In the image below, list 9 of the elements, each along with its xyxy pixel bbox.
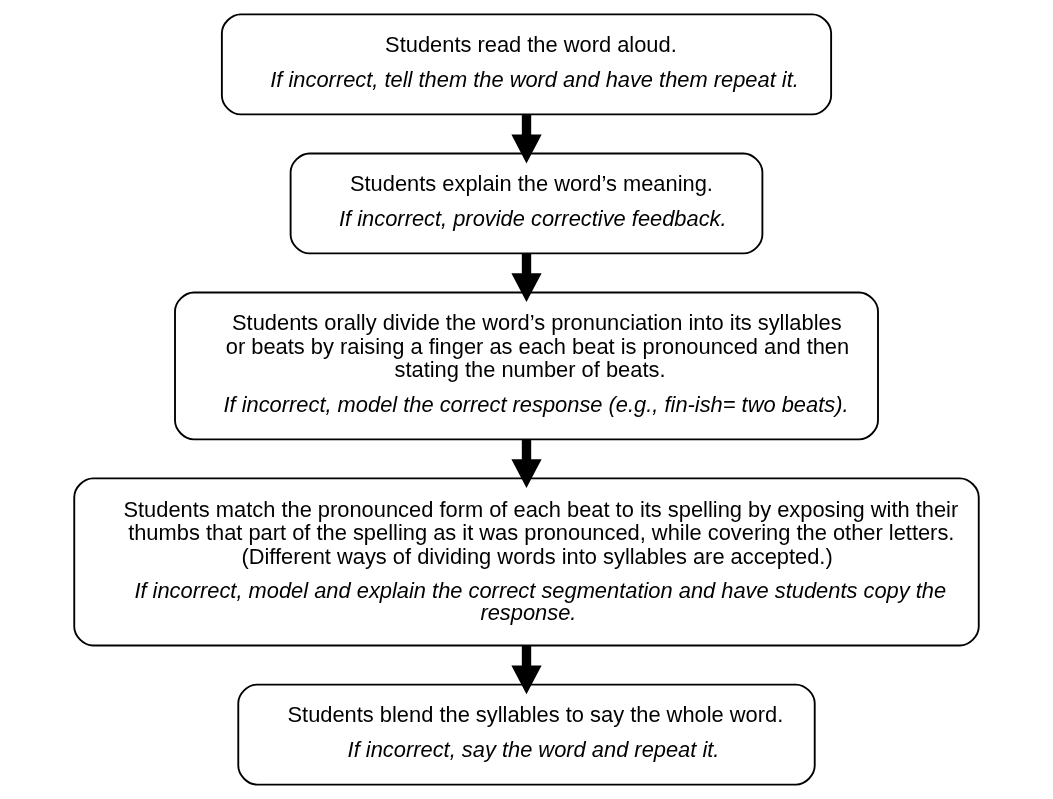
- arrow: [511, 645, 542, 695]
- node-box: Students orally divide the word’s pronunciation into its syllables or beats by raising a finger as each beat is pronounced and then stating the number of beats. If incorrect, model the correct response (e.g., fin-ish= two beats).: [174, 291, 879, 441]
- arrow: [511, 439, 542, 488]
- node-box: Students read the word aloud. If incorrect, tell them the word and have them repeat it.: [220, 13, 833, 116]
- arrow: [511, 253, 542, 302]
- arrow: [511, 115, 542, 164]
- node-box: Students blend the syllables to say the whole word. If incorrect, say the word and repeat it.: [237, 683, 816, 786]
- node-box: Students match the pronounced form of each beat to its spelling by exposing with their thumbs that part of the spelling as it was pronounced, while covering the other letters. (Different ways of dividing words into syllables are accepted.) If incorrect, model and explain the correct segmentation and have students copy the response.: [73, 477, 980, 647]
- node-box: Students explain the word’s meaning. If incorrect, provide corrective feedback.: [289, 152, 764, 255]
